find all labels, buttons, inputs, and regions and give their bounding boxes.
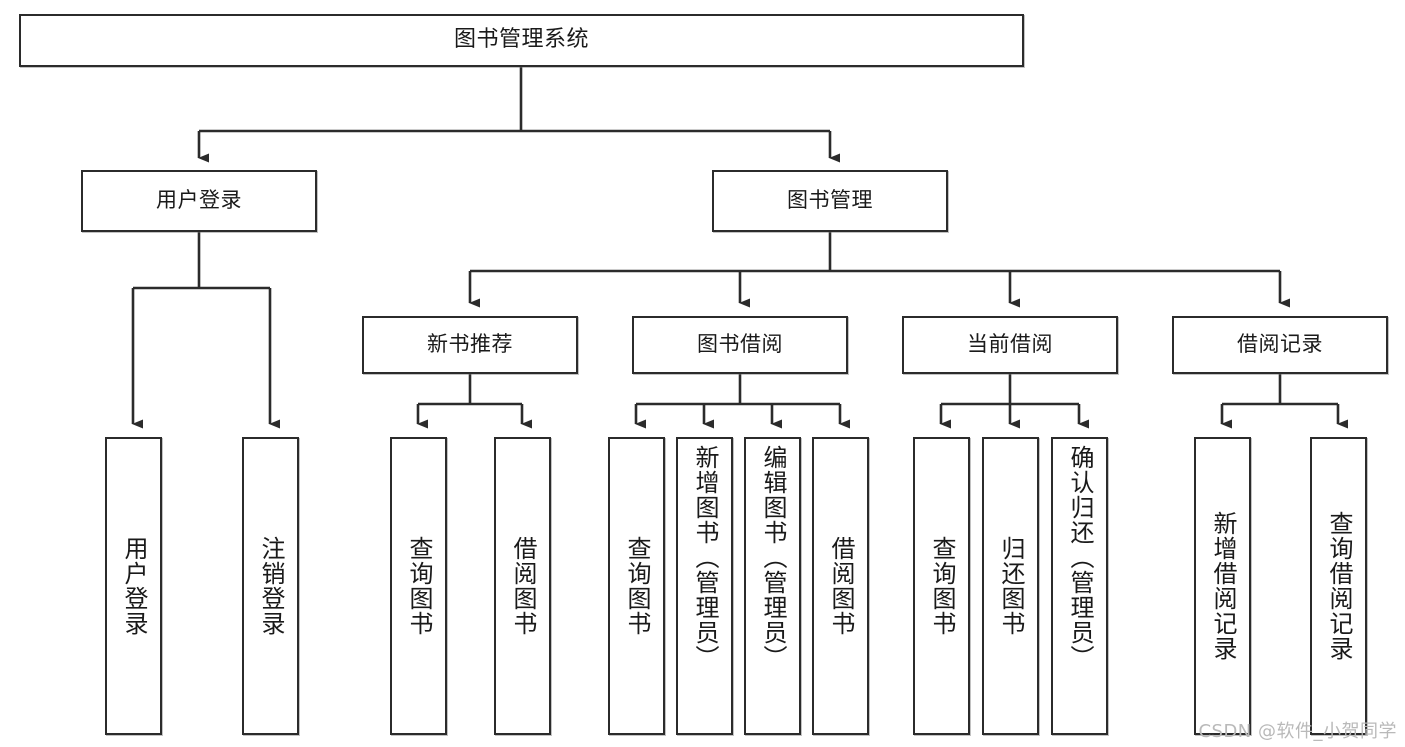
leaf-query-books-borrow[interactable]: 查询图书 xyxy=(608,437,665,735)
leaf-add-book-admin[interactable]: 新增图书（管理员） xyxy=(676,437,733,735)
node-label: 借阅图书 xyxy=(826,536,855,636)
node-label: 注销登录 xyxy=(256,536,285,636)
node-label: 当前借阅 xyxy=(967,332,1053,357)
node-label: 新增借阅记录 xyxy=(1208,511,1237,661)
leaf-return-books[interactable]: 归还图书 xyxy=(982,437,1039,735)
node-label: 查询图书 xyxy=(404,536,433,636)
node-label: 用户登录 xyxy=(119,536,148,636)
node-label: 查询图书 xyxy=(927,536,956,636)
node-current-borrow[interactable]: 当前借阅 xyxy=(902,316,1118,374)
node-new-book-recommendation[interactable]: 新书推荐 xyxy=(362,316,578,374)
node-label: 查询借阅记录 xyxy=(1324,511,1353,661)
node-label: 查询图书 xyxy=(622,536,651,636)
leaf-query-borrow-record[interactable]: 查询借阅记录 xyxy=(1310,437,1367,735)
node-book-borrow[interactable]: 图书借阅 xyxy=(632,316,848,374)
node-label: 图书借阅 xyxy=(697,332,783,357)
node-label: 图书管理系统 xyxy=(453,27,589,53)
node-label: 确认归还（管理员） xyxy=(1065,445,1094,670)
node-label: 新增图书（管理员） xyxy=(690,445,719,670)
leaf-query-books-recommend[interactable]: 查询图书 xyxy=(390,437,447,735)
csdn-watermark: CSDN @软件_小贺同学 xyxy=(1198,721,1397,742)
node-label: 用户登录 xyxy=(156,188,242,213)
leaf-add-borrow-record[interactable]: 新增借阅记录 xyxy=(1194,437,1251,735)
leaf-confirm-return-admin[interactable]: 确认归还（管理员） xyxy=(1051,437,1108,735)
node-label: 编辑图书（管理员） xyxy=(758,445,787,670)
node-label: 借阅图书 xyxy=(508,536,537,636)
leaf-user-logout[interactable]: 注销登录 xyxy=(242,437,299,735)
node-label: 归还图书 xyxy=(996,536,1025,636)
node-book-management[interactable]: 图书管理 xyxy=(712,170,948,232)
node-label: 新书推荐 xyxy=(427,332,513,357)
node-user-login[interactable]: 用户登录 xyxy=(81,170,317,232)
leaf-user-login[interactable]: 用户登录 xyxy=(105,437,162,735)
leaf-borrow-books[interactable]: 借阅图书 xyxy=(812,437,869,735)
leaf-borrow-books-recommend[interactable]: 借阅图书 xyxy=(494,437,551,735)
node-label: 借阅记录 xyxy=(1237,332,1323,357)
leaf-query-books-current[interactable]: 查询图书 xyxy=(913,437,970,735)
leaf-edit-book-admin[interactable]: 编辑图书（管理员） xyxy=(744,437,801,735)
node-label: 图书管理 xyxy=(787,188,873,213)
node-root-library-system[interactable]: 图书管理系统 xyxy=(19,14,1024,67)
node-borrow-records[interactable]: 借阅记录 xyxy=(1172,316,1388,374)
